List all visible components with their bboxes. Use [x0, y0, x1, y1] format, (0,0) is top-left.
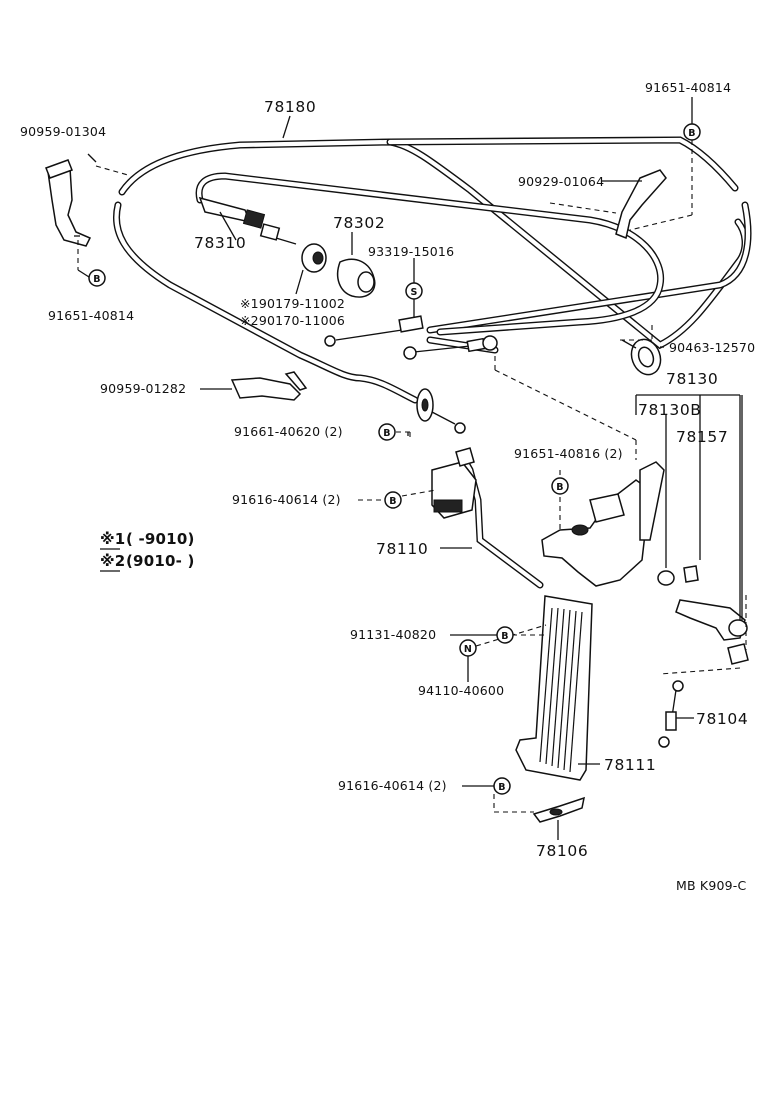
- note-1-mark: ※1: [100, 530, 125, 548]
- label-91616-40614-mid: 91616-40614 (2): [232, 492, 341, 507]
- note-2-text: (9010- ): [126, 552, 195, 570]
- svg-text:B: B: [383, 428, 390, 439]
- marker-b-left: B: [88, 269, 106, 287]
- cable-end-78310: [198, 196, 297, 245]
- label-78310: 78310: [194, 234, 246, 252]
- label-290170-11006: ※290170-11006: [240, 313, 345, 328]
- bracket-90959-01282: [230, 371, 308, 401]
- notes-legend: ※1 ( -9010) ※2 (9010- ): [100, 530, 195, 572]
- bushings: [657, 565, 699, 586]
- label-78104: 78104: [696, 710, 748, 728]
- label-90929-01064: 90929-01064: [518, 174, 604, 189]
- label-78111: 78111: [604, 756, 656, 774]
- note-2-mark: ※2: [100, 552, 125, 570]
- label-90463-12570: 90463-12570: [669, 340, 755, 355]
- lever-c: [675, 599, 749, 665]
- svg-text:B: B: [498, 782, 505, 793]
- label-78130b: 78130B: [638, 401, 702, 419]
- pedal-pad-78111: [515, 595, 593, 781]
- label-78180: 78180: [264, 98, 316, 116]
- svg-text:B: B: [501, 631, 508, 642]
- grommet-78302: [301, 243, 376, 298]
- label-190179-11002: ※190179-11002: [240, 296, 345, 311]
- marker-b-91131: B: [496, 626, 514, 644]
- stopper-78106: [532, 796, 585, 823]
- rod-78104: [658, 680, 684, 748]
- marker-b-91616-mid: B: [384, 491, 402, 509]
- bracket-78130: [541, 461, 665, 587]
- svg-text:S: S: [410, 287, 417, 298]
- label-91651-40814-left: 91651-40814: [48, 308, 134, 323]
- svg-text:B: B: [688, 128, 695, 139]
- svg-text:B: B: [93, 274, 100, 285]
- svg-text:N: N: [464, 644, 472, 655]
- label-90959-01282: 90959-01282: [100, 381, 186, 396]
- pedal-arm-78110: [431, 447, 544, 589]
- label-91131-40820: 91131-40820: [350, 627, 436, 642]
- label-90959-01304: 90959-01304: [20, 124, 106, 139]
- circle-markers: B B S B B B B N: [88, 123, 701, 795]
- cable-connectors: [324, 315, 498, 360]
- svg-text:B: B: [556, 482, 563, 493]
- marker-b-91651-40816: B: [551, 477, 569, 495]
- figure-code: MB K909-C: [676, 878, 746, 893]
- label-78106: 78106: [536, 842, 588, 860]
- label-78157: 78157: [676, 428, 728, 446]
- marker-b-91616-bot: B: [493, 777, 511, 795]
- label-91651-40816: 91651-40816 (2): [514, 446, 623, 461]
- firewall-grommet: [416, 388, 466, 434]
- label-78110: 78110: [376, 540, 428, 558]
- marker-n: N: [459, 639, 477, 657]
- clamp-90463: [621, 338, 662, 376]
- small-dash-marks: [74, 235, 409, 436]
- label-78130: 78130: [666, 370, 718, 388]
- label-91616-40614-bot: 91616-40614 (2): [338, 778, 447, 793]
- svg-text:B: B: [389, 496, 396, 507]
- label-91661-40620: 91661-40620 (2): [234, 424, 343, 439]
- label-91651-40814-top: 91651-40814: [645, 80, 731, 95]
- marker-s: S: [405, 282, 423, 300]
- label-94110-40600: 94110-40600: [418, 683, 504, 698]
- note-1-text: ( -9010): [126, 530, 195, 548]
- label-93319-15016: 93319-15016: [368, 244, 454, 259]
- bracket-90959-01304: [45, 159, 92, 247]
- part-labels: 78180 90959-01304 91651-40814 90929-0106…: [20, 80, 755, 893]
- label-78302: 78302: [333, 214, 385, 232]
- bracket-90929-01064: [615, 169, 667, 240]
- cable-78180: [112, 136, 752, 404]
- marker-b-91661: B: [378, 423, 396, 441]
- marker-b-top: B: [683, 123, 701, 141]
